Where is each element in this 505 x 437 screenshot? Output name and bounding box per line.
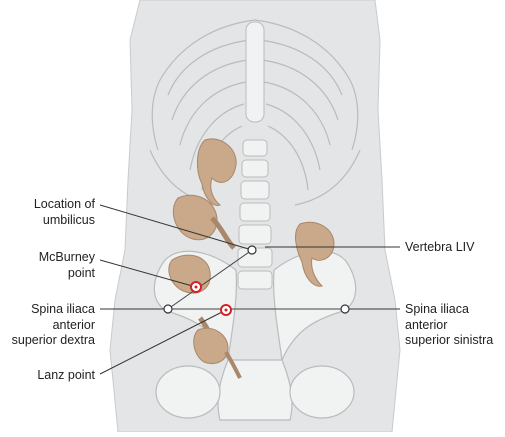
label-spina-sinistra-line3: superior sinistra bbox=[405, 333, 494, 347]
label-mcburney-line1: McBurney bbox=[38, 250, 95, 264]
lanz-marker-dot bbox=[224, 308, 228, 312]
label-spina-sinistra: Spina iliaca anterior superior sinistra bbox=[405, 302, 493, 349]
label-spina-dextra-line1: Spina iliaca bbox=[31, 302, 95, 316]
label-lanz: Lanz point bbox=[37, 368, 95, 384]
label-vertebra: Vertebra LIV bbox=[405, 240, 475, 256]
label-umbilicus-line1: Location of bbox=[33, 197, 95, 211]
label-umbilicus: Location of umbilicus bbox=[34, 197, 95, 228]
label-spina-sinistra-line2: anterior bbox=[405, 317, 448, 332]
spina-dextra-marker bbox=[163, 304, 173, 314]
label-spina-dextra: Spina iliaca anterior superior dextra bbox=[12, 302, 95, 349]
label-vertebra-line1: Vertebra LIV bbox=[405, 240, 475, 254]
sternum bbox=[245, 21, 265, 123]
label-spina-dextra-line2: anterior bbox=[52, 317, 95, 332]
markers bbox=[163, 245, 350, 316]
leader-lanz bbox=[99, 309, 227, 375]
mcburney-marker-dot bbox=[194, 285, 198, 289]
line-umbilicus-spina bbox=[167, 249, 253, 310]
vertebral-column bbox=[237, 139, 273, 290]
label-spina-dextra-line3: superior dextra bbox=[11, 333, 95, 347]
label-mcburney-line2: point bbox=[67, 265, 95, 280]
label-mcburney: McBurney point bbox=[39, 250, 95, 281]
leader-umbilicus bbox=[99, 204, 253, 251]
label-lanz-line1: Lanz point bbox=[37, 368, 95, 382]
umbilicus-marker bbox=[247, 245, 257, 255]
leader-mcburney bbox=[99, 259, 197, 288]
spina-sinistra-marker bbox=[340, 304, 350, 314]
label-umbilicus-line2: umbilicus bbox=[42, 212, 95, 227]
leader-lines bbox=[99, 204, 400, 375]
label-spina-sinistra-line1: Spina iliaca bbox=[405, 302, 469, 316]
